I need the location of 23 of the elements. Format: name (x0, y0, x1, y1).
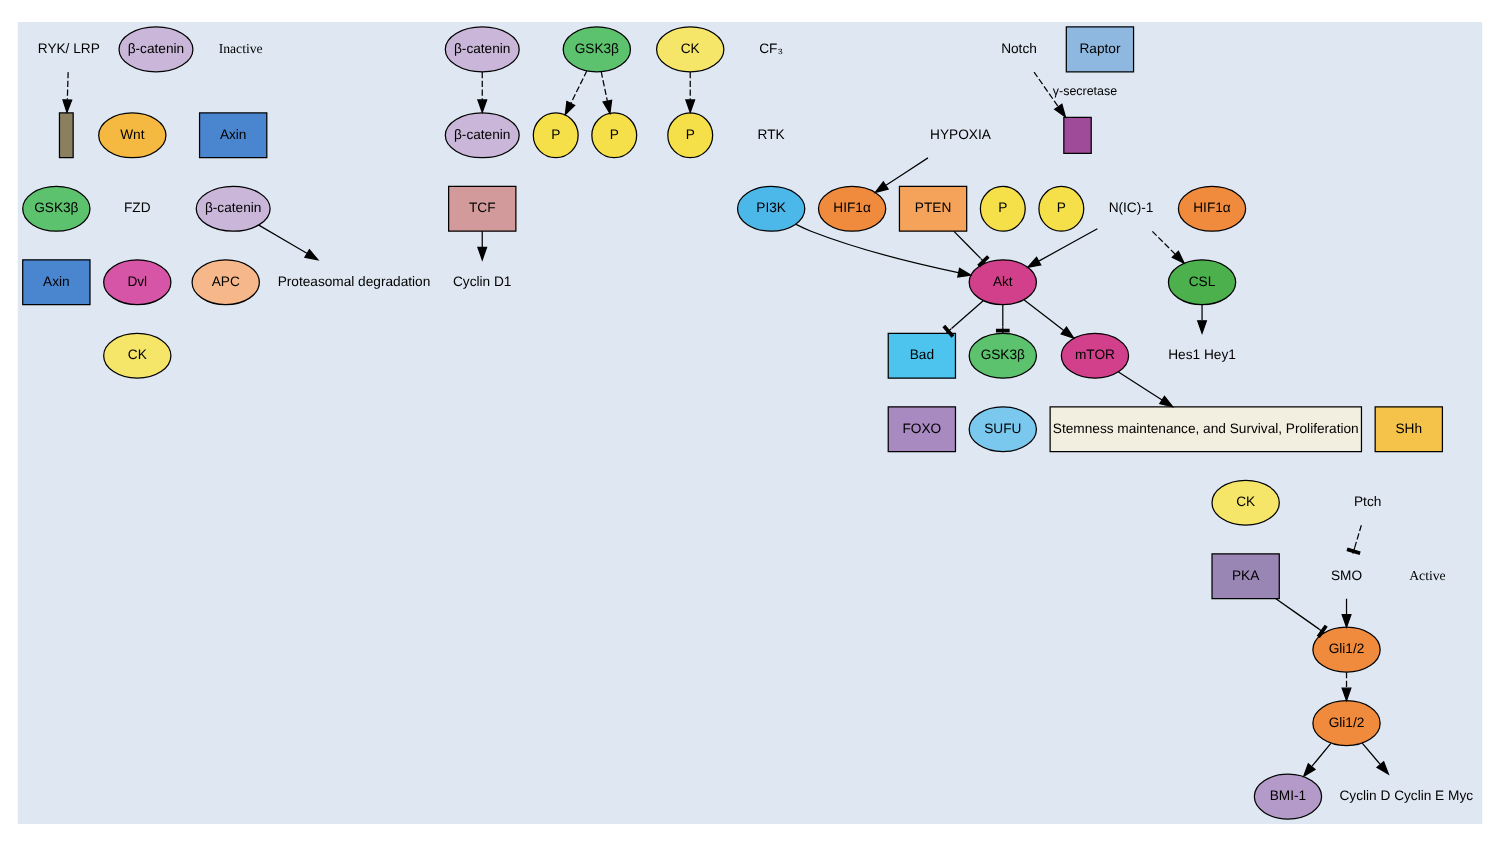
connector (1275, 598, 1328, 638)
arrow (477, 71, 488, 115)
arrow (684, 71, 696, 115)
arrow (1302, 742, 1332, 778)
arrow (600, 71, 613, 116)
arrow (1026, 228, 1098, 269)
arrow (1196, 304, 1208, 336)
connector (942, 300, 984, 338)
arrow (62, 71, 73, 115)
arrow (1341, 671, 1352, 703)
arrow (1117, 371, 1175, 408)
arrow (1361, 742, 1390, 776)
arrow (795, 223, 973, 278)
arrow (1033, 71, 1067, 119)
connector (953, 230, 990, 268)
node-box (1063, 116, 1092, 154)
arrow (564, 70, 588, 117)
arrow (873, 157, 929, 194)
connector (1346, 524, 1362, 555)
arrow (258, 224, 320, 261)
node-bar (58, 112, 74, 159)
arrow (1023, 299, 1076, 340)
arrow (1151, 230, 1186, 265)
